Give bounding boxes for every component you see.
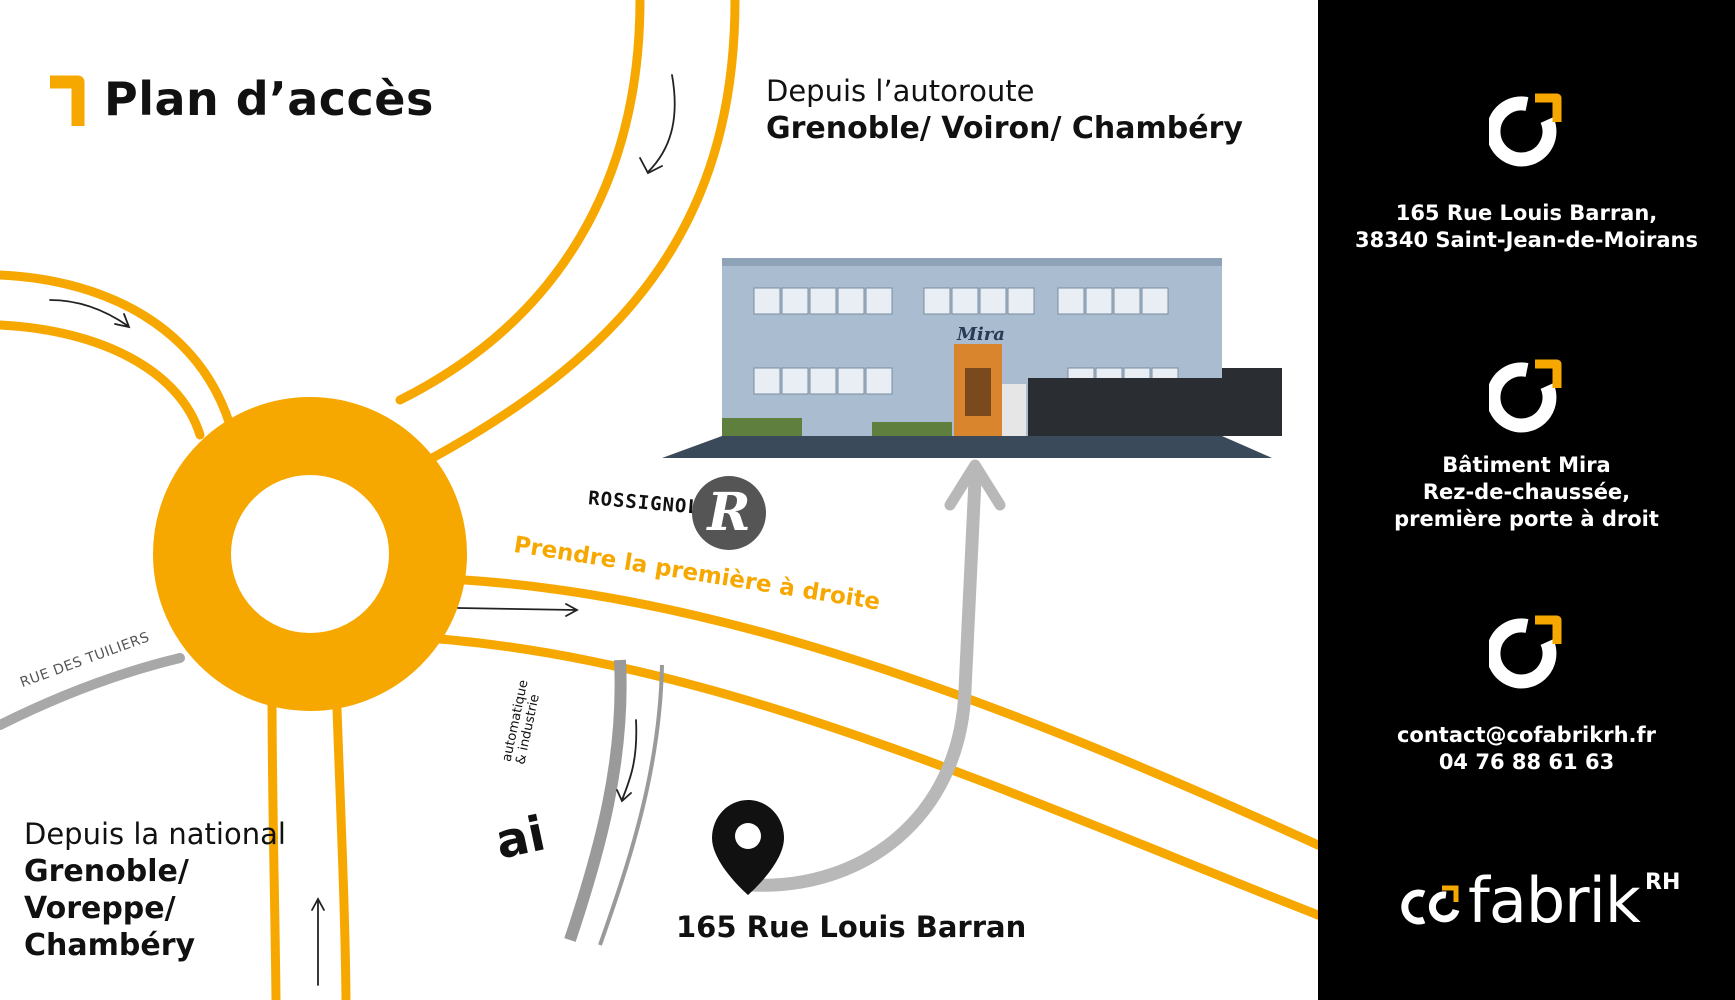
road-side-street-edge [598, 664, 664, 946]
panel-contact: contact@cofabrikrh.fr 04 76 88 61 63 [1396, 723, 1657, 774]
road-east-upper [415, 573, 1318, 850]
road-network [0, 0, 1318, 1000]
building-sign: Mira [956, 324, 1005, 345]
page-title: Plan d’accès [104, 72, 434, 126]
building-photo: Mira [662, 258, 1282, 458]
panel-address: 165 Rue Louis Barran, 38340 Saint-Jean-d… [1355, 201, 1698, 252]
cofabrik-c-icon [1489, 359, 1562, 433]
rossignol-logo-text: ROSSIGNOL [587, 487, 701, 519]
road-south-west [267, 685, 281, 1000]
road-side-street [564, 659, 627, 942]
location-pin-icon [712, 800, 784, 895]
road-rue-des-tuiliers [0, 653, 185, 730]
road-highway-outer [395, 0, 645, 405]
rossignol-landmark: ROSSIGNOL R [580, 448, 780, 568]
arrow-national-in [311, 897, 325, 986]
rossignol-logo-mark: R [692, 476, 766, 550]
highway-cities: Grenoble/ Voiron/ Chambéry [766, 111, 1243, 146]
national-directions: Depuis la national Grenoble/ Voreppe/ Ch… [24, 816, 286, 964]
route-to-building-arrow [745, 473, 982, 892]
access-map: Plan d’accès Depuis l’autoroute Grenoble… [0, 0, 1318, 1000]
panel-building-info: Bâtiment Mira Rez-de-chaussée, première … [1394, 453, 1659, 531]
arrow-west-in [49, 299, 131, 329]
national-cities: Grenoble/ Voreppe/ Chambéry [24, 854, 196, 963]
arrow-east-out [457, 603, 579, 617]
highway-directions: Depuis l’autoroute Grenoble/ Voiron/ Cha… [766, 72, 1243, 148]
roundabout [153, 397, 467, 711]
cofabrik-logo: fabrik RH [1400, 864, 1700, 944]
brand-suffix: RH [1645, 870, 1681, 895]
arrow-side-street [616, 719, 638, 803]
ai-landmark: ai automatique & industrie [488, 679, 578, 878]
road-south-east [331, 675, 351, 1000]
cofabrik-co-mark [1401, 885, 1460, 925]
corner-bracket-icon [50, 75, 85, 126]
cofabrik-c-icon [1489, 615, 1562, 689]
cofabrik-c-icon [1489, 93, 1562, 167]
road-highway-inner [405, 0, 740, 475]
road-west-lower [0, 320, 205, 440]
map-address-label: 165 Rue Louis Barran [676, 910, 1027, 944]
road-west-upper [0, 270, 235, 430]
ai-logo-letters: ai [490, 805, 551, 871]
info-panel: 165 Rue Louis Barran, 38340 Saint-Jean-d… [1318, 0, 1735, 1000]
highway-heading: Depuis l’autoroute [766, 74, 1035, 108]
arrow-highway-in [639, 74, 676, 175]
road-east-lower [390, 631, 1318, 920]
route-arrowhead [944, 459, 1006, 511]
national-heading: Depuis la national [24, 817, 286, 851]
brand-name: fabrik [1468, 864, 1641, 937]
